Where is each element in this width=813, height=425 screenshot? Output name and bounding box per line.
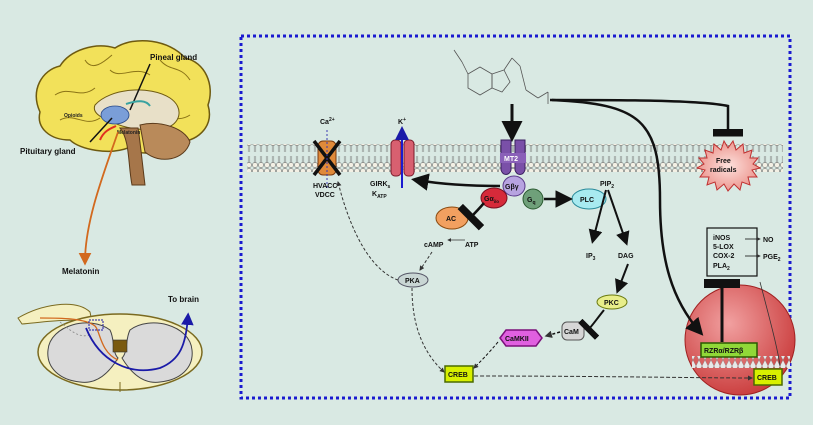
vdcc-label: VDCC [315, 192, 335, 199]
cell-membrane [247, 144, 713, 172]
camp-label: cAMP [424, 242, 444, 249]
pip2-label: PIP2 [600, 181, 614, 190]
calcium-ion-label: Ca2+ [320, 117, 335, 126]
girk-channel [390, 126, 415, 188]
free-radicals-label-2: radicals [710, 167, 737, 174]
katp-label: KATP [372, 191, 387, 200]
dag-label: DAG [618, 253, 634, 260]
pkc-enzyme [596, 294, 628, 310]
cam-label: CaM [564, 329, 579, 336]
no-label: NO [763, 237, 774, 244]
lox-label: 5-LOX [713, 244, 734, 251]
g-beta-gamma-protein [502, 175, 526, 197]
potassium-ion-label: K+ [398, 117, 406, 126]
spinal-cord-illustration [17, 303, 203, 392]
camkii-label: CaMKII [505, 336, 529, 343]
mt2-receptor [500, 139, 526, 175]
to-brain-label: To brain [168, 295, 199, 304]
hvacc-label: HVACC [313, 183, 337, 190]
plc-label: PLC [580, 197, 594, 204]
cox-label: COX-2 [713, 253, 735, 260]
hvacc-channel [312, 130, 342, 190]
pla2-label: PLA2 [713, 263, 730, 272]
pathway-arrows [336, 98, 781, 381]
melatonin-path-arrow [78, 131, 119, 266]
pineal-gland-label: Pineal gland [150, 53, 197, 62]
ac-label: AC [446, 216, 456, 223]
pathway-frame [239, 34, 792, 400]
pkc-label: PKC [604, 300, 619, 307]
atp-label: ATP [465, 242, 479, 249]
pge2-label: PGE2 [763, 254, 781, 263]
inflammatory-enzymes-box [706, 227, 758, 277]
dna-strand [692, 356, 790, 368]
pka-label: PKA [405, 278, 420, 285]
g-alpha-io-protein [480, 187, 508, 209]
free-radicals-label-1: Free [716, 158, 731, 165]
ror-label: RZRα/RZRβ [704, 348, 744, 355]
g-alpha-io-label: Gαi/o [484, 196, 499, 204]
g-beta-gamma-label: Gβγ [505, 184, 519, 191]
creb-nuclear-factor [753, 368, 783, 386]
creb-label: CREB [448, 372, 468, 379]
melatonin-label: Melatonin [62, 267, 99, 276]
melatonin-small-label: Melatonin [117, 130, 140, 136]
creb-factor [444, 365, 474, 383]
brain-illustration [35, 39, 211, 186]
ip3-label: IP3 [586, 253, 596, 262]
mt2-label: MT2 [504, 156, 518, 163]
free-radicals-burst [695, 139, 762, 192]
g-q-label: Gq [527, 197, 536, 206]
inos-label: iNOS [713, 235, 730, 242]
melatonin-molecule [453, 49, 549, 104]
pituitary-gland-label: Pituitary gland [20, 147, 76, 156]
g-q-protein [522, 188, 544, 210]
ror-receptor [700, 342, 758, 358]
girk-label: GIRKs [370, 181, 391, 190]
left-panel: Pineal gland Pituitary gland Opioids Mel… [17, 39, 211, 392]
opioids-label: Opioids [64, 113, 83, 119]
creb-nuclear-label: CREB [757, 375, 777, 382]
camkii-kinase [499, 329, 543, 347]
